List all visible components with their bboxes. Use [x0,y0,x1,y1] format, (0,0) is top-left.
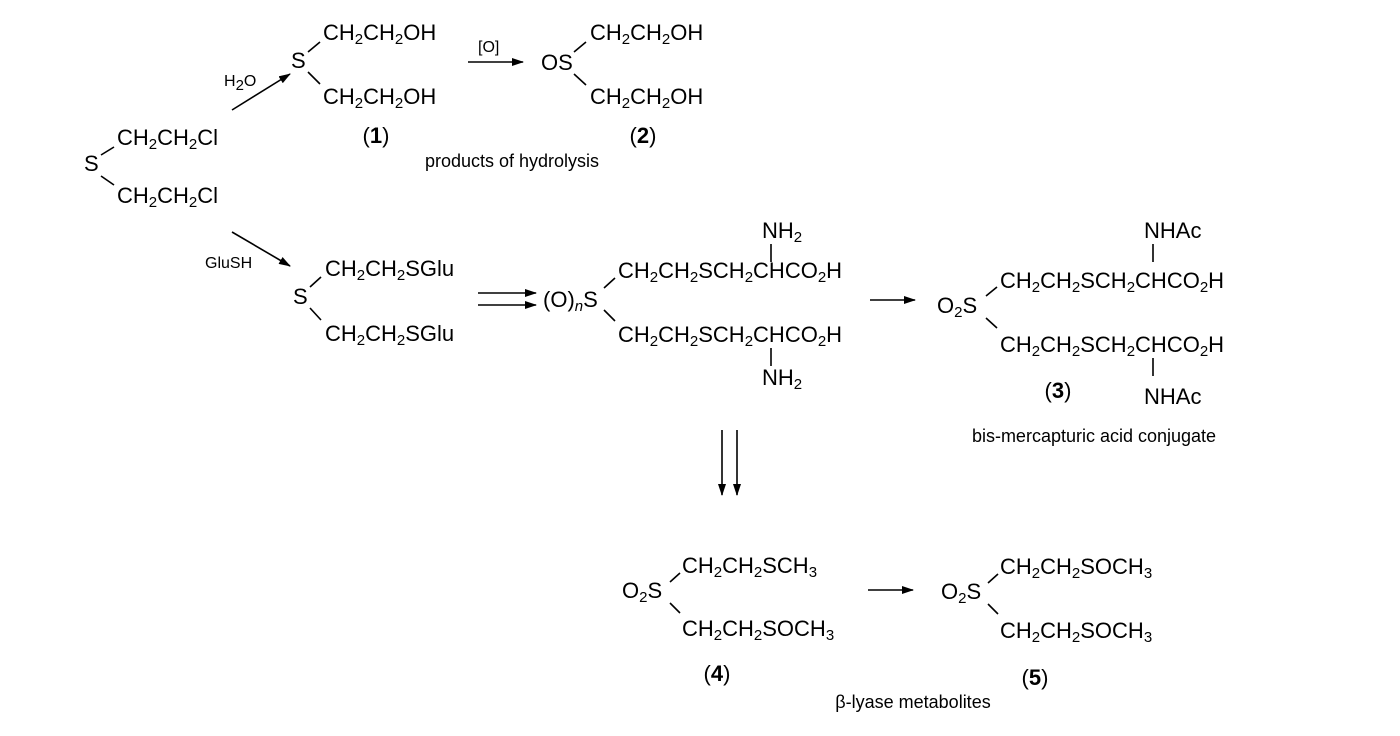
mustard-arm-top: CH2CH2Cl [117,125,218,153]
bond [987,573,999,584]
c5-arm-top: CH2CH2SOCH3 [1000,554,1152,582]
bond [573,41,587,53]
sulfur-mustard: CH2CH2Cl S CH2CH2Cl [84,125,218,211]
glu-sulfur: S [293,284,308,309]
c4-arm-top: CH2CH2SCH3 [682,553,817,581]
compound-number-2: (2) [630,123,657,148]
compound-4: CH2CH2SCH3 O2S CH2CH2SOCH3 (4) [622,553,834,686]
c5-sulfone: O2S [941,579,981,607]
c3-arm-top: CH2CH2SCH2CHCO2H [1000,268,1224,296]
bond [669,602,681,614]
c4-sulfone: O2S [622,578,662,606]
bond [100,146,115,156]
compound-1-thiodiglycol: CH2CH2OH S CH2CH2OH (1) [291,20,436,148]
c4-arm-bottom: CH2CH2SOCH3 [682,616,834,644]
bond [309,276,322,288]
compound-5: CH2CH2SOCH3 O2S CH2CH2SOCH3 (5) [941,554,1152,690]
mercapturic-caption: bis-mercapturic acid conjugate [972,426,1216,446]
bond [309,307,322,321]
cys-arm-bottom: CH2CH2SCH2CHCO2H [618,322,842,350]
c3-sulfone: O2S [937,293,977,321]
cys-bottom-amine: NH2 [762,365,802,393]
c2-arm-top: CH2CH2OH [590,20,703,48]
compound-number-4: (4) [704,661,731,686]
cys-arm-top: CH2CH2SCH2CHCO2H [618,258,842,286]
hydrolysis-arrow [231,73,291,111]
mustard-sulfur: S [84,151,99,176]
c3-bottom-acetamide: NHAc [1144,384,1201,409]
c2-arm-bottom: CH2CH2OH [590,84,703,112]
bond [307,71,321,85]
cys-sulfur-center: (O)nS [543,287,598,315]
lyase-caption: β-lyase metabolites [835,692,990,712]
bond [985,317,998,329]
c3-arm-bottom: CH2CH2SCH2CHCO2H [1000,332,1224,360]
compound-3-mercapturic: NHAc CH2CH2SCH2CHCO2H O2S CH2CH2SCH2CHCO… [937,218,1224,409]
compound-number-3: (3) [1045,378,1072,403]
bond [603,277,616,289]
bond [603,309,616,322]
water-reagent-label: H2O [224,73,256,94]
cys-top-amine: NH2 [762,218,802,246]
oxidation-reagent-label: [O] [478,39,499,56]
hydrolysis-caption: products of hydrolysis [425,151,599,171]
bond [669,572,681,583]
compound-number-5: (5) [1022,665,1049,690]
c2-sulfoxide: OS [541,50,573,75]
glutathione-reagent-label: GluSH [205,255,252,272]
compound-number-1: (1) [363,123,390,148]
c1-arm-bottom: CH2CH2OH [323,84,436,112]
mustard-arm-bottom: CH2CH2Cl [117,183,218,211]
glu-arm-top: CH2CH2SGlu [325,256,454,284]
compound-2-sulfoxide: CH2CH2OH OS CH2CH2OH (2) [541,20,703,148]
glutathione-conjugate: CH2CH2SGlu S CH2CH2SGlu [293,256,454,349]
bond [100,175,115,186]
bond [985,286,998,297]
bond [573,73,587,86]
cysteine-conjugate: NH2 CH2CH2SCH2CHCO2H (O)nS CH2CH2SCH2CHC… [543,218,842,393]
glutathione-arrow [231,231,291,267]
c1-sulfur: S [291,48,306,73]
bond [987,603,999,615]
glu-arm-bottom: CH2CH2SGlu [325,321,454,349]
bond [307,41,321,53]
c1-arm-top: CH2CH2OH [323,20,436,48]
c5-arm-bottom: CH2CH2SOCH3 [1000,618,1152,646]
c3-top-acetamide: NHAc [1144,218,1201,243]
